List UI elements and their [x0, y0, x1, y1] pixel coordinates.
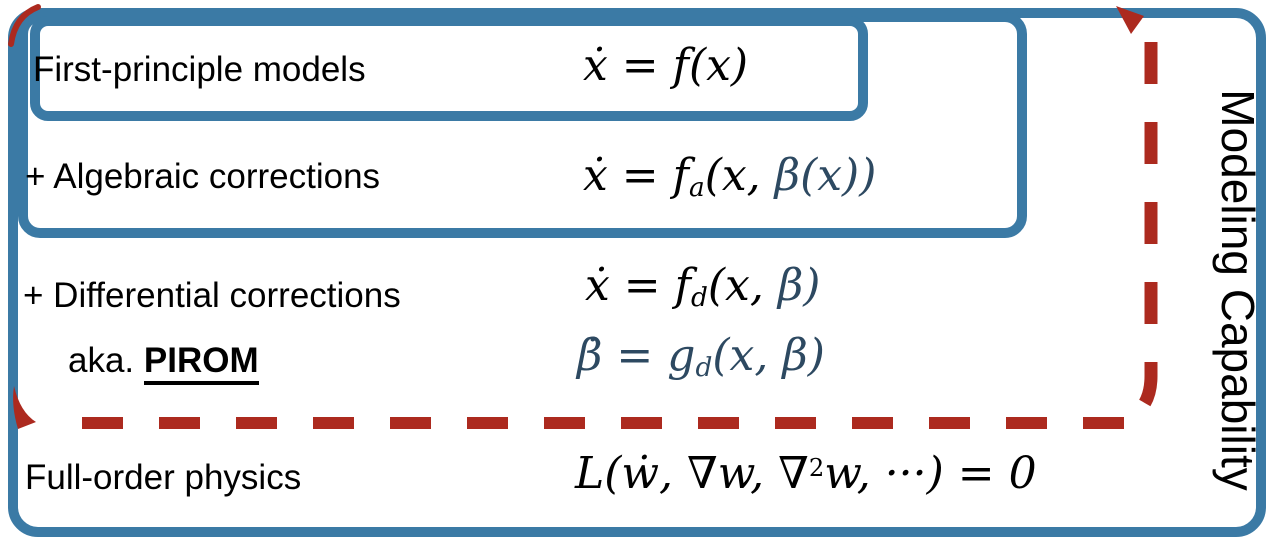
algebraic-label: + Algebraic corrections — [25, 157, 381, 196]
algebraic-equation: ẋ = fa(x, β(x)) — [583, 150, 877, 203]
full-order-eq-post: w, ···) = 0 — [824, 448, 1037, 499]
differential-eq2-pre: β̇ = g — [577, 330, 696, 381]
algebraic-eq-beta-term: β(x)) — [760, 150, 877, 201]
differential-equation-1: ẋ = fd(x, β) — [585, 260, 821, 313]
differential-eq1-subscript: d — [690, 281, 708, 313]
first-principle-equation: ẋ = f(x) — [583, 40, 749, 91]
first-principle-label: First-principle models — [33, 50, 366, 89]
pirom-name: PIROM — [143, 341, 259, 385]
differential-eq2-subscript: d — [695, 351, 713, 383]
algebraic-eq-subscript: a — [688, 171, 705, 203]
modeling-capability-axis-label: Modeling Capability — [1212, 89, 1264, 491]
algebraic-eq-mid: (x, — [704, 150, 761, 201]
full-order-label: Full-order physics — [25, 458, 302, 497]
aka-prefix: aka. — [68, 341, 144, 380]
differential-equation-2: β̇ = gd(x, β) — [577, 330, 825, 383]
differential-eq1-mid: (x, — [707, 260, 764, 311]
full-order-eq-superscript: 2 — [808, 453, 825, 482]
first-principle-box — [30, 16, 868, 121]
differential-eq1-pre: ẋ = f — [585, 260, 691, 311]
differential-aka-label: aka. PIROM — [68, 341, 259, 385]
algebraic-eq-pre: ẋ = f — [583, 150, 689, 201]
full-order-eq-pre: L(ẇ, ∇w, ∇ — [575, 448, 809, 499]
differential-eq2-post: (x, β) — [712, 330, 825, 381]
differential-eq1-beta-term: β) — [763, 260, 821, 311]
differential-label: + Differential corrections — [23, 276, 401, 315]
full-order-equation: L(ẇ, ∇w, ∇2w, ···) = 0 — [575, 448, 1037, 499]
